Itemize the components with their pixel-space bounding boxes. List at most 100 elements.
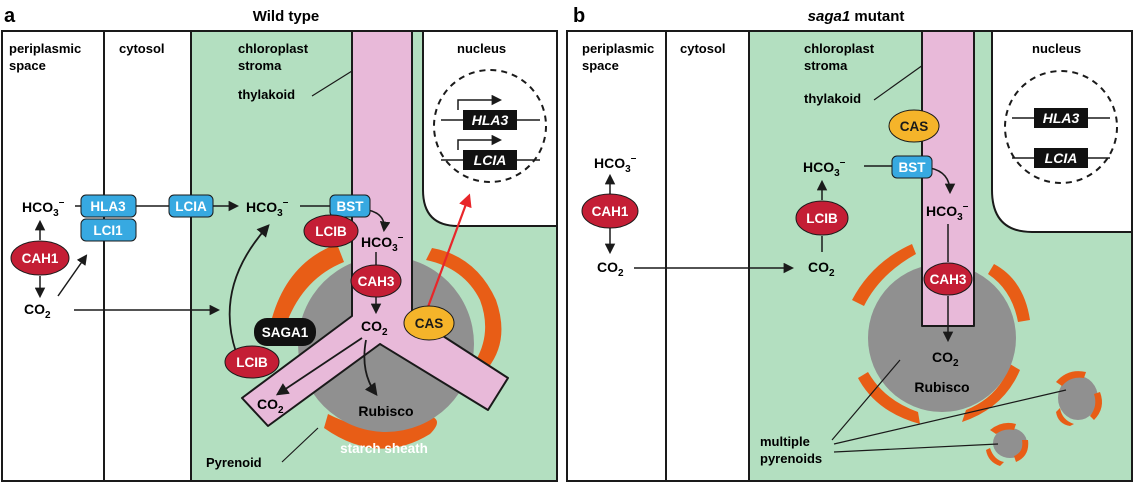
cah1-enzyme	[10, 240, 70, 276]
lcia-gene-label: LCIA	[474, 152, 507, 168]
panel-b-title: saga1 mutant	[808, 8, 905, 25]
panel-a: a Wild type periplasmic space cytosol ch…	[1, 5, 558, 482]
lcia-gene-box	[1034, 148, 1088, 168]
region-stroma: stroma	[238, 58, 282, 73]
pyrenoid-pointer	[281, 427, 319, 463]
lcib-label-bottom: LCIB	[236, 355, 268, 370]
lcia-promoter-arrow	[457, 134, 503, 150]
lci1-transporter	[80, 218, 137, 242]
region-periplasmic: periplasmic	[9, 41, 81, 56]
hla3-gene-box	[1034, 108, 1088, 128]
lci1-label: LCI1	[93, 223, 123, 238]
rubisco-label: Rubisco	[914, 379, 969, 395]
lcia-transporter	[168, 194, 214, 218]
co2-lumen-label: CO2	[361, 318, 388, 338]
panel-a-title: Wild type	[253, 8, 320, 25]
mini-pyrenoid	[993, 428, 1027, 458]
panel-a-letter: a	[4, 5, 16, 27]
bst-transporter	[329, 194, 371, 218]
co2-leak-arrow	[275, 337, 363, 396]
starch-plate	[962, 364, 1020, 422]
hla3-promoter-arrow	[457, 94, 503, 110]
cas-label: CAS	[900, 119, 929, 134]
mini-starch	[986, 448, 1004, 466]
mini-starch	[1056, 408, 1074, 426]
lcib-label-top: LCIB	[315, 224, 347, 239]
mini-starch	[990, 422, 1016, 434]
nucleus-envelope	[1004, 70, 1118, 184]
bst-label: BST	[337, 199, 365, 214]
starch-plate	[426, 248, 502, 368]
hla3-gene-label: HLA3	[472, 112, 509, 128]
saga1-protein	[254, 318, 316, 346]
lcib-label: LCIB	[806, 211, 838, 226]
thylakoid-tubules	[241, 30, 509, 427]
lcia-label: LCIA	[175, 199, 207, 214]
bst-label: BST	[899, 160, 927, 175]
mini-starch	[1014, 440, 1029, 462]
pyrenoid-matrix	[868, 264, 1016, 412]
region-nucleus: nucleus	[1032, 41, 1081, 56]
region-stroma: stroma	[804, 58, 848, 73]
starch-plate	[988, 264, 1030, 322]
region-chloroplast: chloroplast	[804, 41, 875, 56]
region-periplasmic: periplasmic	[582, 41, 654, 56]
cah3-label: CAH3	[930, 272, 967, 287]
cas-protein	[888, 109, 940, 143]
multiple-pyrenoids-pointer	[833, 443, 999, 453]
co2-to-rubisco-arrow	[363, 339, 378, 397]
nucleus-envelope	[433, 69, 547, 183]
starch-plate	[272, 244, 344, 322]
mini-starch	[1056, 371, 1086, 386]
starch-sheath-label: starch sheath	[340, 441, 428, 456]
pyrenoid-label: Pyrenoid	[206, 455, 262, 470]
region-thylakoid: thylakoid	[238, 87, 295, 102]
bst-to-lumen-arrow	[929, 167, 956, 195]
region-nucleus: nucleus	[457, 41, 506, 56]
cah1-enzyme	[581, 193, 639, 229]
saga1-label: SAGA1	[262, 325, 309, 340]
hco3-stroma-label: HCO3–	[246, 197, 289, 219]
lcib-enzyme-bottom	[224, 345, 280, 379]
multiple-pyrenoids-label-2: pyrenoids	[760, 451, 822, 466]
hla3-transporter	[80, 194, 137, 218]
starch-plate	[858, 372, 920, 424]
starch-plate	[852, 244, 916, 306]
cah3-enzyme	[350, 264, 402, 298]
multiple-pyrenoids-label: multiple	[760, 434, 810, 449]
hco3-lumen-label: HCO3–	[926, 201, 969, 223]
bst-to-lumen-arrow	[367, 209, 391, 233]
co2-lumen-label: CO2	[932, 349, 959, 369]
multiple-pyrenoids-pointer	[833, 389, 1067, 445]
co2-label: CO2	[597, 259, 624, 279]
region-cytosol: cytosol	[119, 41, 165, 56]
hco3-stroma-label: HCO3–	[803, 157, 846, 179]
hla3-gene-box	[463, 110, 517, 130]
panel-b-letter: b	[573, 5, 585, 27]
panel-b: b saga1 mutant periplasmic space cytosol…	[566, 5, 1133, 482]
cah1-label: CAH1	[592, 204, 629, 219]
hco3-label: HCO3–	[594, 153, 637, 175]
rubisco-label: Rubisco	[358, 403, 413, 419]
hla3-gene-label: HLA3	[1043, 110, 1080, 126]
hco3-label: HCO3–	[22, 197, 65, 219]
region-periplasmic-space: space	[582, 58, 619, 73]
lcia-gene-box	[463, 150, 517, 170]
cas-protein	[403, 305, 455, 341]
nucleus	[991, 30, 1133, 233]
lcib-enzyme-top	[303, 214, 359, 248]
cah3-enzyme	[923, 262, 973, 296]
region-periplasmic-space: space	[9, 58, 46, 73]
mini-pyrenoid	[1058, 376, 1098, 420]
lcib-recapture-arrow	[228, 224, 270, 353]
co2-label: CO2	[24, 301, 51, 321]
region-chloroplast: chloroplast	[238, 41, 309, 56]
region-cytosol: cytosol	[680, 41, 726, 56]
mini-starch	[1090, 392, 1102, 420]
bst-transporter	[891, 155, 933, 179]
lcia-gene-label: LCIA	[1045, 150, 1078, 166]
multiple-pyrenoids-pointer	[831, 359, 901, 441]
cas-signal-arrow	[426, 193, 472, 308]
lcib-enzyme	[795, 200, 849, 236]
